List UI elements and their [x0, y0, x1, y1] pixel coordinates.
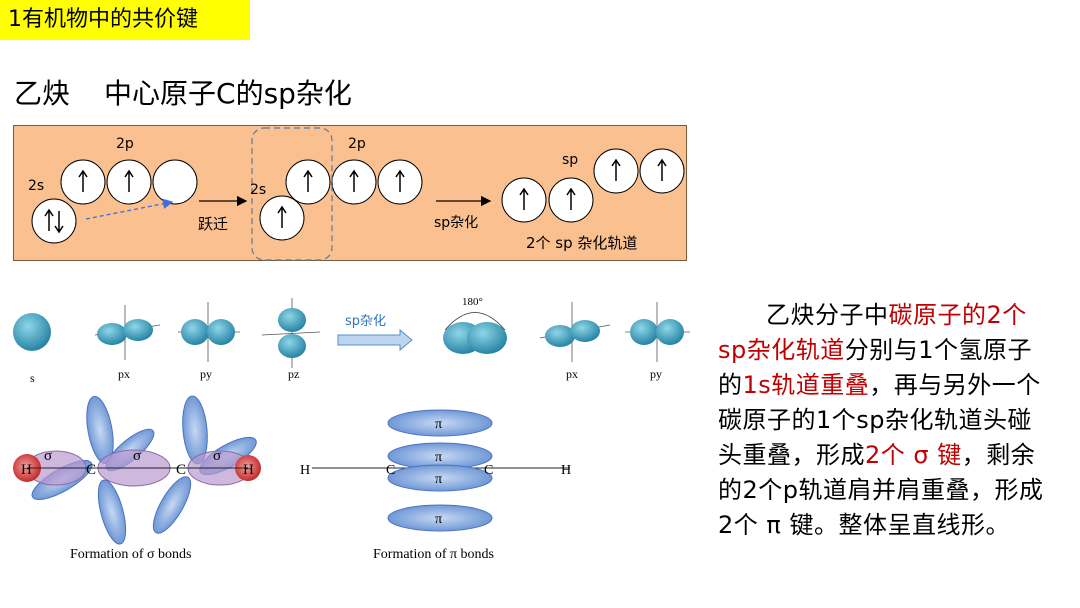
electron-up-icon: [78, 169, 88, 192]
para-text-4: ，剩余的2个p轨道肩并肩重叠，形成2个 π 键。整体呈直线形。: [718, 441, 1044, 539]
pi-atom-h1: H: [300, 463, 310, 478]
py-orbital-after: [625, 302, 690, 362]
label-sp: sp: [562, 152, 578, 168]
sigma-label-2: σ: [133, 448, 141, 464]
electron-up-icon: [657, 158, 667, 181]
sigma-caption: Formation of σ bonds: [70, 547, 192, 562]
label-s: s: [30, 371, 35, 385]
label-2p-mid: 2p: [348, 136, 366, 152]
label-pz: pz: [288, 367, 299, 381]
orbital-2s-left: [31, 198, 77, 244]
electron-up-icon: [277, 205, 287, 228]
label-py-after: py: [650, 367, 662, 381]
pi-label-3: π: [435, 472, 442, 487]
molecule-name: 乙炔: [14, 77, 71, 110]
para-text-1: 乙炔分子中: [766, 301, 889, 329]
sigma-label-3: σ: [213, 448, 221, 464]
slide-heading: 乙炔中心原子C的sp杂化: [14, 72, 352, 112]
para-highlight-3: 2个 σ 键: [865, 441, 962, 469]
para-highlight-1: 碳原子的2个sp杂化轨道: [718, 301, 1027, 364]
sigma-label-1: σ: [44, 448, 52, 464]
label-px: px: [118, 367, 130, 381]
pi-atom-c1: C: [386, 463, 395, 478]
label-2s-left: 2s: [28, 178, 44, 194]
electron-up-icon: [519, 187, 529, 210]
sp-hybrid-orbital: [443, 312, 507, 354]
pi-label-1: π: [435, 417, 442, 432]
promotion-arrow: [85, 198, 174, 220]
electron-down-icon: [54, 211, 64, 234]
para-highlight-2: 1s轨道重叠: [742, 371, 870, 399]
label-2s-mid: 2s: [250, 182, 266, 198]
label-sp-hybrid: sp杂化: [434, 215, 478, 231]
electron-up-icon: [566, 187, 576, 210]
sp-hybrid-arrow-icon: [337, 328, 413, 352]
angle-label: 180°: [462, 296, 483, 308]
electron-up-icon: [395, 169, 405, 192]
heading-title: 中心原子C的sp杂化: [104, 77, 352, 110]
pz-orbital: [261, 298, 321, 368]
highlight-box: [251, 127, 333, 261]
sigma-atom-c2: C: [176, 462, 186, 478]
sigma-atom-c1: C: [86, 462, 96, 478]
label-py: py: [200, 367, 212, 381]
electron-up-icon: [349, 169, 359, 192]
pi-label-4: π: [435, 512, 442, 527]
electron-up-icon: [611, 158, 621, 181]
pi-atom-h2: H: [561, 463, 571, 478]
pi-label-2: π: [435, 450, 442, 465]
para-text-2: 分别与1个氢原子的: [718, 336, 1033, 399]
sigma-bond-figure: [13, 395, 261, 545]
electron-config-panel: 2s 2p 跃迁 2s 2p sp杂化 sp 2个 sp 杂化轨道: [13, 125, 687, 261]
label-px-after: px: [566, 367, 578, 381]
py-orbital: [178, 302, 240, 362]
electron-up-icon: [303, 169, 313, 192]
electron-up-icon: [124, 169, 134, 192]
sp-hybrid-label: sp杂化: [345, 314, 386, 329]
pi-atom-c2: C: [484, 463, 493, 478]
label-jump: 跃迁: [198, 215, 228, 233]
sigma-atom-h2: H: [243, 462, 254, 478]
orbital-2p-left-3: [152, 159, 198, 205]
explanation-paragraph: 乙炔分子中碳原子的2个sp杂化轨道分别与1个氢原子的1s轨道重叠，再与另外一个碳…: [718, 298, 1053, 543]
caption-sp-orbitals: 2个 sp 杂化轨道: [526, 234, 637, 252]
para-text-3: ，再与另外一个碳原子的1个sp杂化轨道头碰头重叠，形成: [718, 371, 1041, 469]
sigma-atom-h1: H: [21, 462, 32, 478]
px-orbital-after: [539, 302, 611, 362]
px-orbital: [94, 305, 161, 360]
pi-bond-figure: [312, 409, 570, 532]
section-tag: 1有机物中的共价键: [0, 0, 250, 40]
s-orbital: [13, 313, 51, 351]
label-2p-left: 2p: [116, 136, 134, 152]
electron-up-icon: [44, 208, 54, 231]
pi-caption: Formation of π bonds: [373, 547, 494, 562]
